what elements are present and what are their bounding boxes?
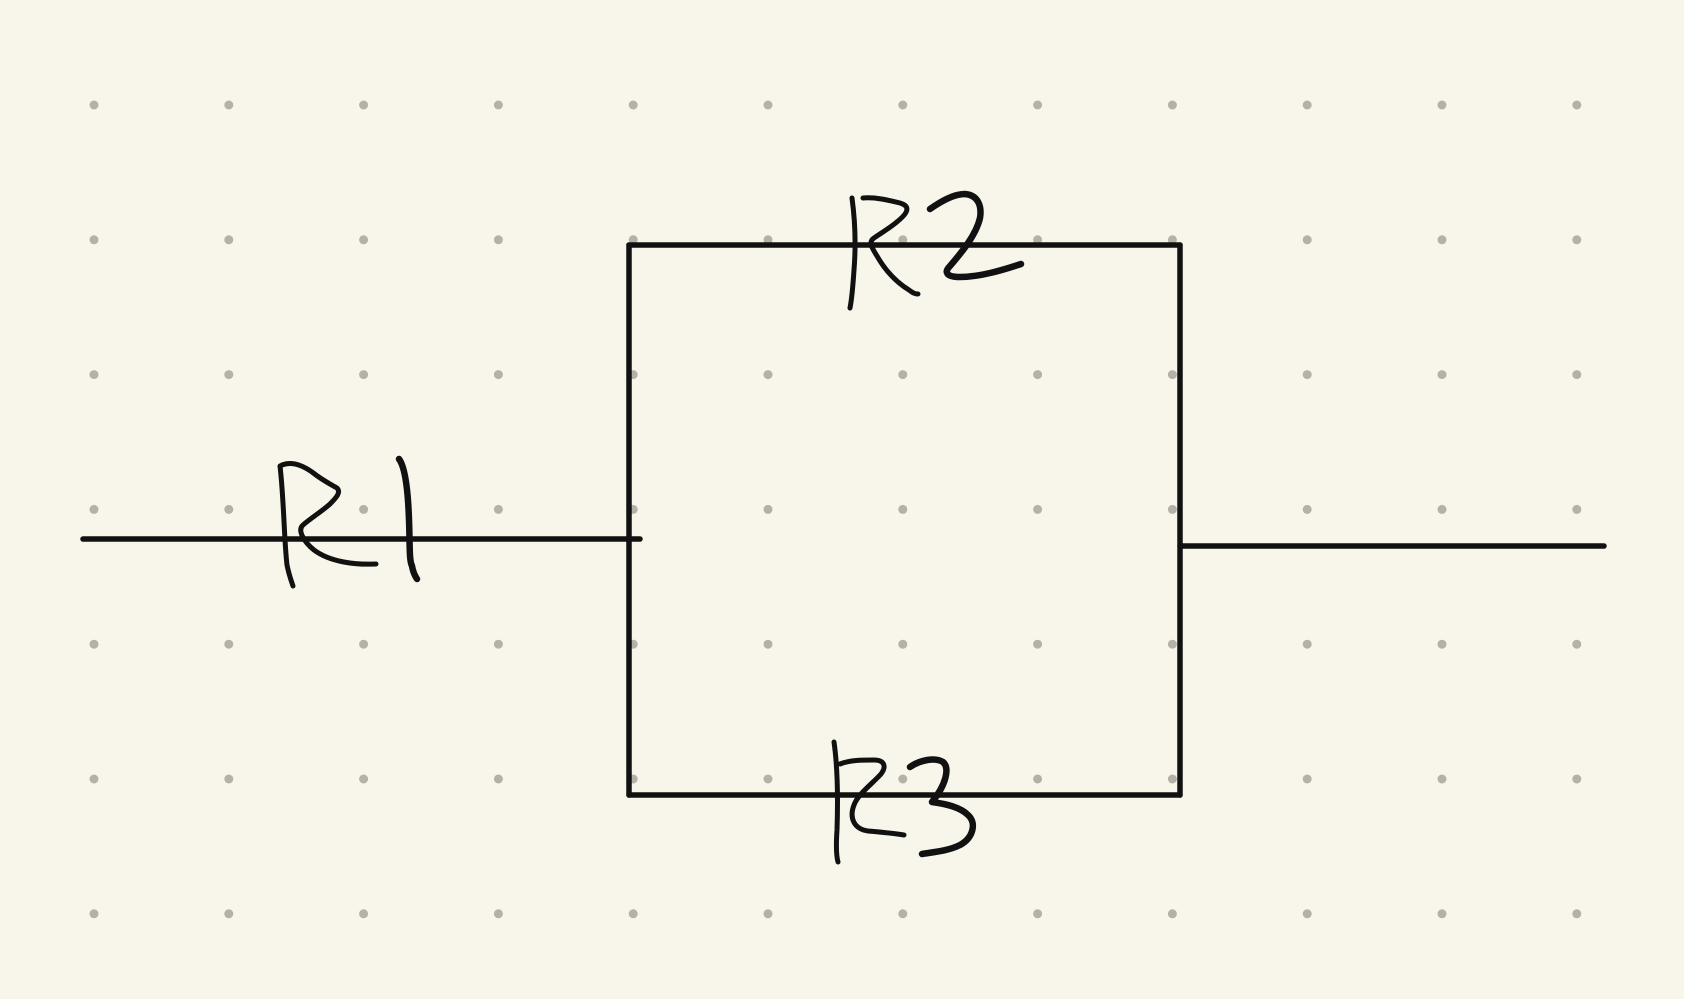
grid-dot bbox=[359, 774, 369, 784]
grid-dot bbox=[898, 504, 908, 514]
grid-dot bbox=[89, 504, 99, 514]
grid-dot bbox=[1572, 909, 1582, 919]
grid-dot bbox=[1302, 370, 1312, 380]
grid-dot bbox=[1572, 774, 1582, 784]
grid-dot bbox=[493, 504, 503, 514]
grid-dot bbox=[493, 100, 503, 110]
grid-dot bbox=[1302, 504, 1312, 514]
grid-dot bbox=[628, 909, 638, 919]
grid-dot bbox=[224, 774, 234, 784]
grid-dot bbox=[1302, 100, 1312, 110]
grid-dot bbox=[1167, 909, 1177, 919]
grid-dot bbox=[1572, 504, 1582, 514]
grid-dot bbox=[1033, 639, 1043, 649]
label-r3[interactable]: R3 bbox=[831, 739, 977, 865]
grid-dot bbox=[898, 774, 908, 784]
grid-dot bbox=[493, 639, 503, 649]
grid-dot bbox=[628, 235, 638, 245]
grid-dot bbox=[763, 909, 773, 919]
grid-dot bbox=[89, 100, 99, 110]
grid-dot bbox=[89, 774, 99, 784]
grid-dot bbox=[1572, 639, 1582, 649]
grid-dot bbox=[1437, 909, 1447, 919]
grid-dot bbox=[493, 370, 503, 380]
grid-dot bbox=[1033, 235, 1043, 245]
grid-dot bbox=[1437, 504, 1447, 514]
grid-dot bbox=[359, 370, 369, 380]
grid-dot bbox=[89, 370, 99, 380]
grid-dot bbox=[1033, 774, 1043, 784]
grid-dot bbox=[1167, 504, 1177, 514]
grid-dot bbox=[763, 370, 773, 380]
grid-dot bbox=[1437, 370, 1447, 380]
grid-dot bbox=[359, 504, 369, 514]
grid-dot bbox=[224, 100, 234, 110]
grid-dot bbox=[359, 909, 369, 919]
grid-dot bbox=[1437, 100, 1447, 110]
grid-dot bbox=[1167, 235, 1177, 245]
grid-dot bbox=[224, 504, 234, 514]
grid-dot bbox=[1572, 100, 1582, 110]
grid-dot bbox=[89, 639, 99, 649]
grid-dot bbox=[1167, 639, 1177, 649]
grid-dot bbox=[1033, 909, 1043, 919]
label-r2[interactable]: R2 bbox=[847, 190, 1025, 311]
grid-dot bbox=[1167, 774, 1177, 784]
grid-dot bbox=[763, 504, 773, 514]
grid-dot bbox=[224, 370, 234, 380]
grid-dot bbox=[493, 235, 503, 245]
wires bbox=[80, 242, 1607, 798]
grid-dot bbox=[359, 235, 369, 245]
grid-dot bbox=[763, 639, 773, 649]
grid-dot bbox=[763, 235, 773, 245]
grid-dot bbox=[1572, 235, 1582, 245]
grid-dot bbox=[1033, 504, 1043, 514]
grid-dot bbox=[898, 370, 908, 380]
grid-dot bbox=[493, 774, 503, 784]
grid-dot bbox=[763, 100, 773, 110]
grid-dot bbox=[359, 100, 369, 110]
dot-grid bbox=[89, 100, 1582, 919]
grid-dot bbox=[1437, 235, 1447, 245]
grid-dot bbox=[359, 639, 369, 649]
grid-dot bbox=[763, 774, 773, 784]
grid-dot bbox=[1302, 235, 1312, 245]
grid-dot bbox=[628, 100, 638, 110]
grid-dot bbox=[224, 639, 234, 649]
grid-dot bbox=[1437, 774, 1447, 784]
grid-dot bbox=[898, 235, 908, 245]
grid-dot bbox=[898, 639, 908, 649]
grid-dot bbox=[1167, 100, 1177, 110]
grid-dot bbox=[89, 909, 99, 919]
grid-dot bbox=[1033, 100, 1043, 110]
grid-dot bbox=[224, 909, 234, 919]
grid-dot bbox=[1302, 909, 1312, 919]
grid-dot bbox=[1302, 774, 1312, 784]
grid-dot bbox=[89, 235, 99, 245]
grid-dot bbox=[898, 100, 908, 110]
grid-dot bbox=[1572, 370, 1582, 380]
grid-dot bbox=[1167, 370, 1177, 380]
grid-dot bbox=[898, 909, 908, 919]
label-r1[interactable]: R1 bbox=[277, 455, 421, 589]
grid-dot bbox=[224, 235, 234, 245]
grid-dot bbox=[493, 909, 503, 919]
grid-dot bbox=[1302, 639, 1312, 649]
grid-dot bbox=[1437, 639, 1447, 649]
grid-dot bbox=[1033, 370, 1043, 380]
